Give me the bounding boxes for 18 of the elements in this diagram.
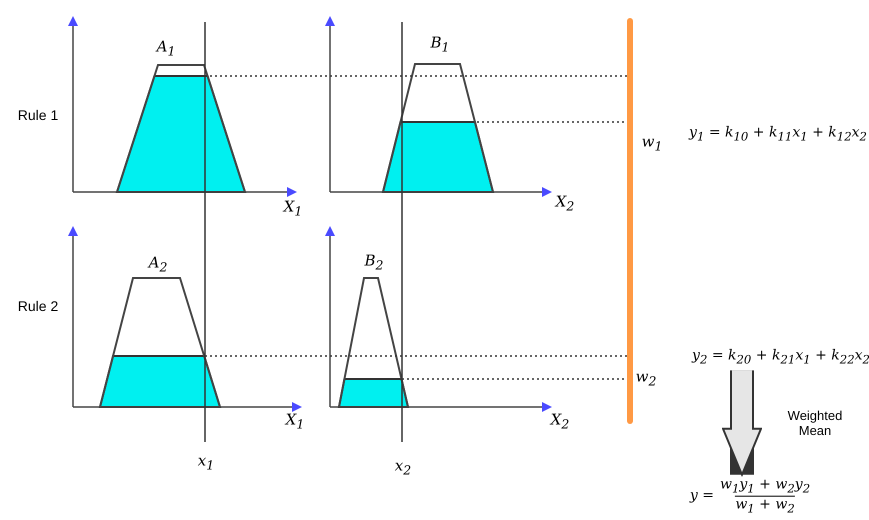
math-label: w$_{1}$ bbox=[642, 132, 662, 154]
math-label: x$_{1}$ bbox=[198, 452, 214, 472]
math-label: X$_{1}$ bbox=[286, 410, 304, 432]
rule-label: Rule 2 bbox=[18, 298, 58, 314]
math-label: X$_{2}$ bbox=[550, 410, 570, 432]
formula: y$_{2}$ = k$_{20}$ + k$_{21}$x$_{1}$ + k$_{22}$x$_{2}$ bbox=[692, 348, 869, 366]
rule-label: Rule 1 bbox=[18, 107, 58, 123]
math-label: B$_{1}$ bbox=[430, 34, 450, 54]
math-label: X$_{2}$ bbox=[556, 192, 574, 214]
math-label: w$_{2}$ bbox=[636, 368, 656, 388]
math-label: A$_{2}$ bbox=[148, 254, 168, 274]
math-label: X$_{1}$ bbox=[284, 198, 302, 218]
formula: y = w$_{1}$y$_{1}$ + w$_{2}$y$_{2}$ w$_{1}$ + w$_{2}$ bbox=[690, 476, 810, 516]
math-label: A$_{1}$ bbox=[156, 38, 176, 58]
block-arrow bbox=[722, 370, 762, 476]
math-label: x$_{2}$ bbox=[394, 456, 412, 478]
formula: y$_{1}$ = k$_{10}$ + k$_{11}$x$_{1}$ + k$_{12}$x$_{2}$ bbox=[689, 124, 867, 144]
math-label: B$_{2}$ bbox=[364, 252, 384, 272]
